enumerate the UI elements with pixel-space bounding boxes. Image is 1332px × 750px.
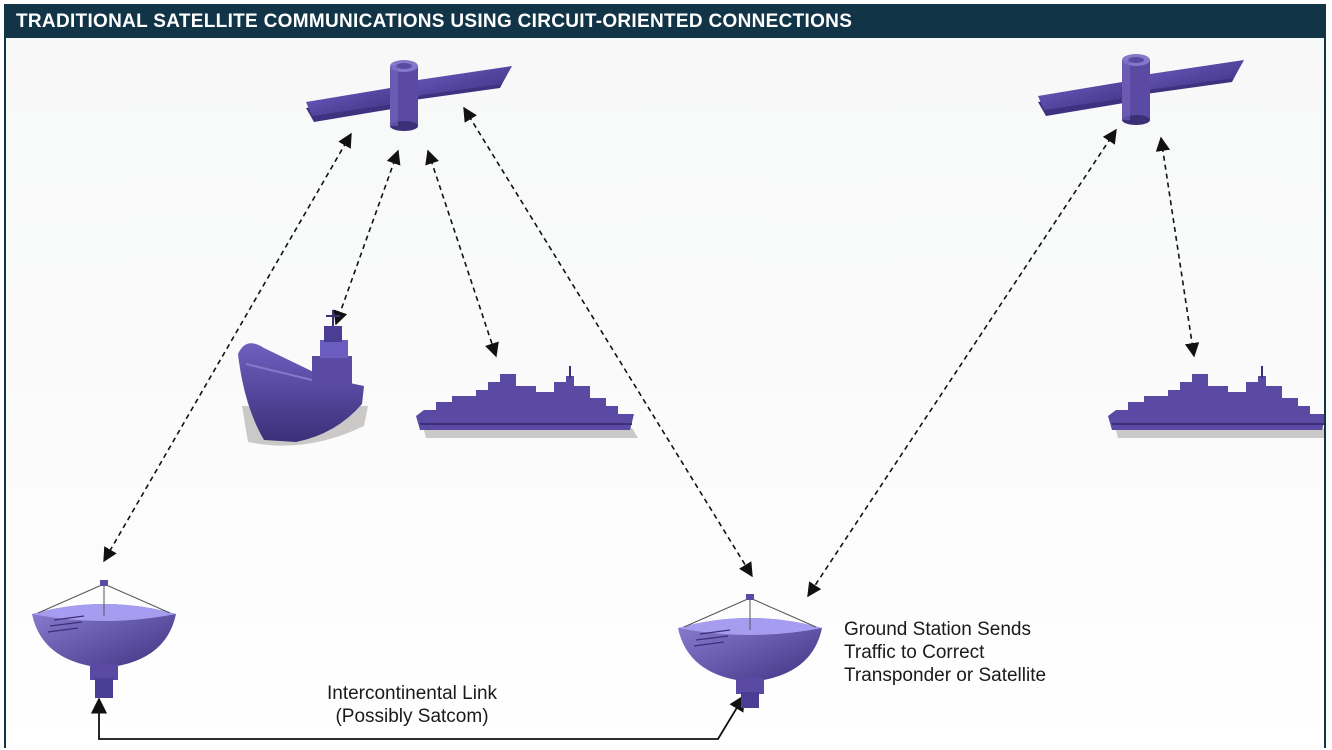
diagram-frame: TRADITIONAL SATELLITE COMMUNICATIONS USI… — [4, 4, 1326, 748]
caption-line: Intercontinental Link — [326, 683, 498, 704]
satellite-icon — [306, 60, 512, 131]
ground-station-caption: Ground Station Sends Traffic to Correct … — [844, 618, 1046, 687]
diagram-title: TRADITIONAL SATELLITE COMMUNICATIONS USI… — [6, 6, 1324, 38]
link-sat1-ground1 — [103, 132, 352, 563]
link-sat2-warship2 — [1155, 136, 1200, 358]
satellite-icon — [1038, 54, 1244, 125]
caption-line: Ground Station Sends — [844, 619, 1031, 640]
caption-line: Transponder or Satellite — [844, 665, 1047, 686]
link-sat1-warship1 — [425, 149, 499, 358]
warship-icon — [1108, 366, 1324, 438]
intercontinental-link — [90, 694, 745, 740]
link-sat1-ground2 — [463, 106, 753, 578]
warship-icon — [416, 366, 638, 438]
caption-line: Traffic to Correct — [844, 642, 985, 663]
link-sat2-ground2 — [807, 128, 1117, 598]
caption-line: (Possibly Satcom) — [335, 706, 489, 727]
diagram-canvas — [32, 54, 1324, 740]
intercontinental-link-caption: Intercontinental Link (Possibly Satcom) — [282, 682, 542, 728]
cargo-ship-icon — [238, 310, 368, 446]
link-sat1-cargo-ship — [333, 149, 401, 326]
satellite-dish-icon — [32, 580, 176, 698]
satellite-dish-icon — [678, 594, 822, 708]
